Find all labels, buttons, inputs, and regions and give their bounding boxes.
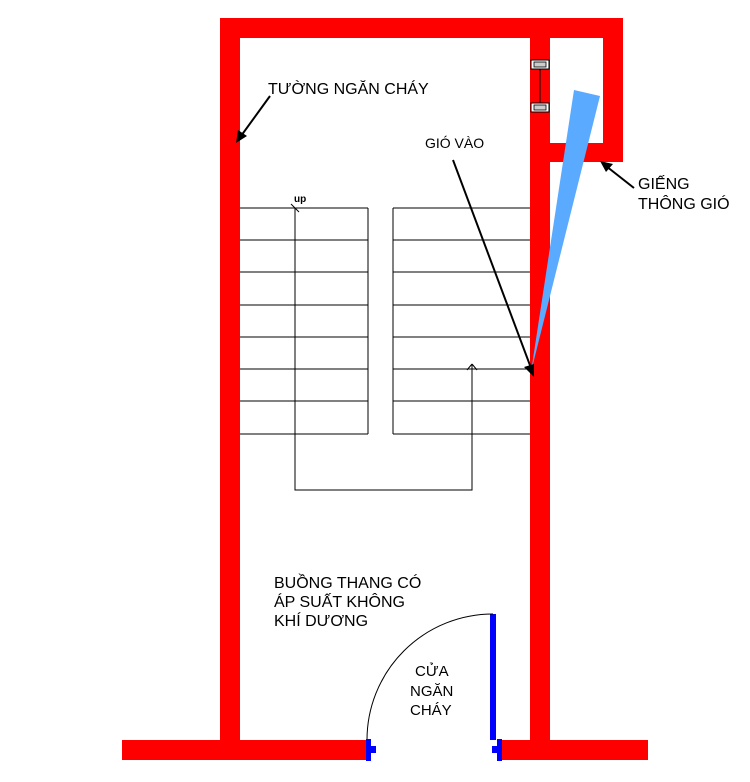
room-label-line2: ÁP SUẤT KHÔNG	[274, 592, 405, 611]
airflow-arrow	[531, 90, 600, 372]
left-wall	[220, 18, 240, 760]
up-label: up	[294, 194, 306, 205]
door-jamb-right	[497, 739, 502, 761]
fire-door	[366, 613, 502, 761]
shaft-label-line1: GIẾNG	[638, 174, 690, 193]
right-wall-lower	[530, 162, 550, 760]
door-jamb-left	[366, 739, 371, 761]
door-leaf	[490, 614, 496, 740]
door-swing-arc	[366, 613, 494, 741]
top-wall	[220, 18, 623, 38]
leader-arrows	[240, 95, 635, 369]
shaft-outer-wall	[603, 18, 623, 162]
shaft-label-line2: THÔNG GIÓ	[638, 194, 730, 213]
damper	[530, 59, 550, 113]
staircase	[240, 203, 530, 491]
arrow-heads	[236, 130, 613, 377]
floor-wall-left	[122, 740, 368, 760]
room-label-line3: KHÍ DƯƠNG	[274, 611, 368, 630]
fire-walls	[122, 18, 648, 760]
air-in-label: GIÓ VÀO	[425, 135, 484, 151]
door-label-line1: CỬA	[415, 662, 449, 680]
fire-wall-label: TƯỜNG NGĂN CHÁY	[268, 79, 429, 98]
door-label-line2: NGĂN	[410, 683, 453, 700]
door-label-line3: CHÁY	[410, 702, 452, 719]
room-label-line1: BUỒNG THANG CÓ	[274, 573, 421, 592]
floor-wall-right	[500, 740, 648, 760]
